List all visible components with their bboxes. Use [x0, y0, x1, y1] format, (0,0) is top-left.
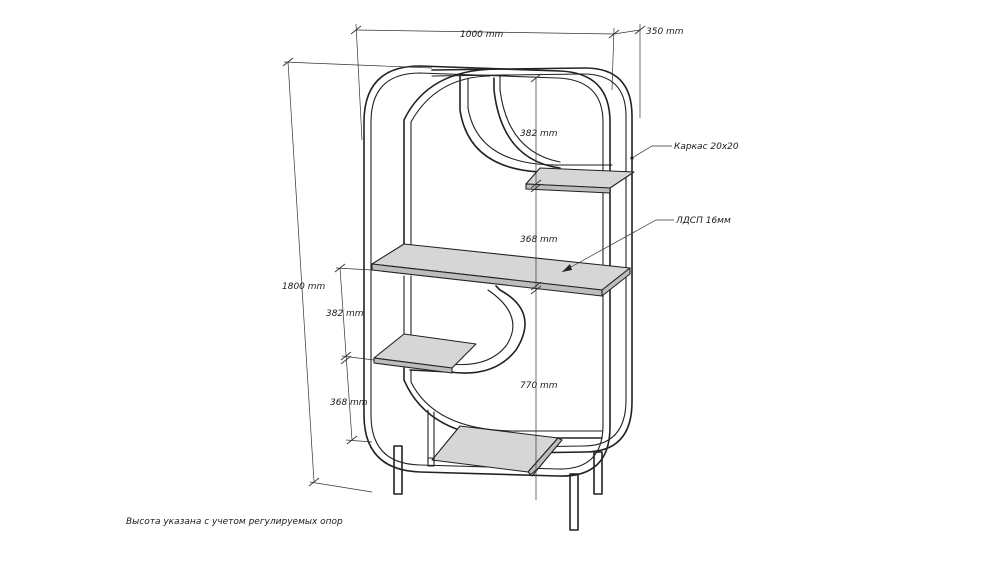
dim-height-tick-top [282, 57, 294, 67]
front-outer-frame [363, 65, 611, 477]
dim-left-ext-top [335, 267, 373, 271]
callout-shelf-arrow [562, 264, 572, 272]
dim-upper-gap-tick-1 [530, 73, 542, 83]
dim-height-line [287, 61, 315, 483]
dim-middle-gap-tick-1b [530, 285, 542, 295]
mid-semicircle-arc [409, 285, 526, 374]
dim-depth-line [613, 29, 641, 35]
callout-shelf-leader [561, 219, 674, 273]
shelf-bottom-edge [527, 437, 563, 477]
dim-upper-gap-label: 382 mm [520, 129, 558, 139]
footnote: Высота указана с учетом регулируемых опо… [126, 517, 343, 527]
callout-shelf-label: ЛДСП 16мм [675, 216, 731, 226]
dim-left-tick-2b [340, 355, 352, 365]
dim-left-tick-1 [334, 263, 346, 273]
upper-inner-arc-2 [410, 75, 491, 269]
dim-height-tick-bottom [308, 477, 320, 487]
upper-front-arc-2 [499, 75, 561, 163]
shelf-lower-left-edge [373, 357, 453, 374]
callout-frame-leader [631, 145, 672, 159]
leg-front-right [569, 473, 579, 531]
dim-width-ext-left [355, 23, 363, 141]
dim-left-ext-mid [341, 355, 375, 361]
dim-depth-tick [634, 25, 646, 35]
dim-height-ext-top [283, 61, 433, 69]
dim-height-label: 1800 mm [282, 282, 326, 292]
dim-height-ext-bottom [309, 481, 373, 493]
callout-frame-dot [630, 156, 634, 160]
dim-left-line [339, 267, 353, 441]
dim-upper-gap-tick-2 [530, 179, 542, 189]
dim-left-tick-3 [346, 435, 358, 445]
leg-back-left [427, 457, 435, 467]
dim-width-ext-right [611, 27, 615, 91]
dim-left-upper-label: 382 mm [326, 309, 364, 319]
dim-left-ext-bottom [345, 439, 373, 443]
shelf-middle-side [601, 267, 631, 297]
upper-inner-arc [403, 68, 497, 269]
callout-frame-label: Каркас 20х20 [674, 142, 739, 152]
dim-left-tick-2 [340, 351, 352, 361]
back-outer-frame [431, 67, 633, 455]
dim-middle-gap-tick-1 [530, 281, 542, 291]
upper-back-arc-2 [467, 77, 613, 166]
dim-depth-label: 350 mm [646, 27, 684, 37]
dim-width-label: 1000 mm [460, 30, 504, 40]
leg-front-left [393, 445, 403, 495]
dim-bottom-tick [530, 465, 542, 475]
mid-semicircle-arc-2 [449, 289, 514, 366]
dim-middle-gap-label: 368 mm [520, 235, 558, 245]
lower-inner-arc-2 [410, 369, 603, 432]
shelf-top-edge [525, 183, 611, 194]
dim-bottom-label: 770 mm [520, 381, 558, 391]
upper-front-arc [493, 77, 561, 169]
dim-left-lower-label: 368 mm [330, 398, 368, 408]
front-outer-frame-inner [370, 72, 604, 470]
dim-width-line [355, 29, 615, 35]
dim-upper-gap-tick-2b [530, 183, 542, 193]
dim-width-tick-left [350, 25, 362, 35]
leg-back-right [593, 451, 603, 495]
